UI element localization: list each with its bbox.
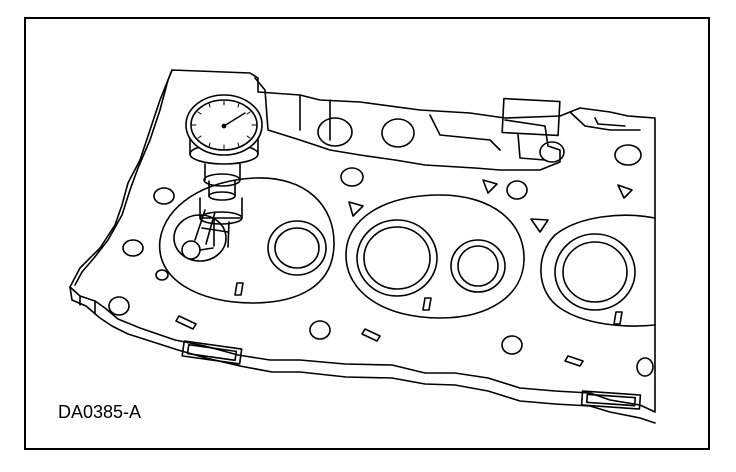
head-top-ledge [74, 69, 173, 286]
figure-code: DA0385-A [58, 402, 142, 422]
chamber-1 [158, 177, 335, 304]
dial-indicator [181, 94, 263, 260]
cylinder-head [69, 69, 656, 424]
chamber-2 [345, 194, 525, 319]
head-side-face [69, 286, 656, 424]
head-outline [69, 69, 656, 413]
chamber-3 [540, 214, 656, 327]
